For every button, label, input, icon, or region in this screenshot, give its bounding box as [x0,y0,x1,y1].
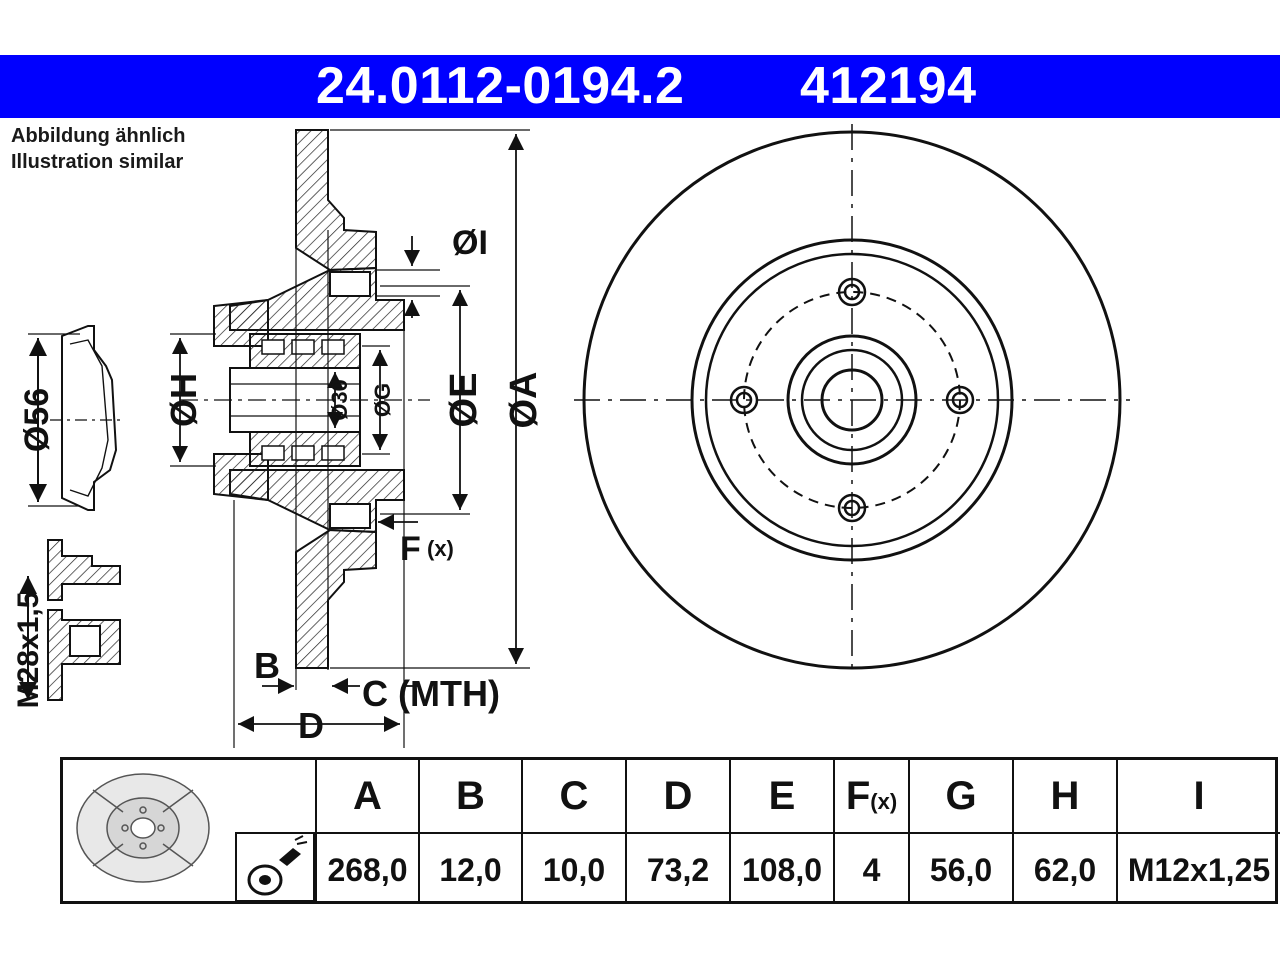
bearing-rollers [261,339,345,461]
disc-ring-top [295,129,377,272]
spec-header-sub: (x) [870,789,898,814]
disc-thumbnail-icon [76,773,210,883]
spec-header-key: D [663,774,693,818]
spec-value-h: 62,0 [1012,832,1116,904]
spec-header-g: G [908,760,1012,832]
dim-label-thread: M28x1,5 [12,592,45,709]
dim-label-c: C (MTH) [362,673,500,714]
spec-value-e: 108,0 [729,832,833,904]
dim-label-b: B [254,645,280,686]
disc-ring-bottom [295,528,377,669]
part-number: 24.0112-0194.2 [316,57,685,115]
spec-header-d: D [625,760,729,832]
disc-front-view [574,124,1130,676]
section-dimensions [170,129,530,733]
spec-header-key: I [1193,774,1205,818]
illustration-note-de: Abbildung ähnlich [11,125,186,147]
spec-header-a: A [315,760,418,832]
spec-header-c: C [521,760,625,832]
spec-header-key: B [456,774,485,818]
dim-label-dia-30: Ø30 [327,379,352,421]
spec-value-i: M12x1,25 [1116,832,1280,904]
spec-header-key: G [945,774,977,818]
dim-label-dia-a: ØA [503,372,545,429]
dim-label-dia-e: ØE [443,373,485,428]
spec-value-c: 10,0 [521,832,625,904]
spec-header-f: F(x) [833,760,908,832]
header-banner: 24.0112-0194.2 412194 [0,55,1280,118]
spec-value-g: 56,0 [908,832,1012,904]
spec-header-i: I [1116,760,1280,832]
dim-label-d: D [298,705,324,746]
dim-label-dia-h: ØH [163,373,204,427]
dim-label-dia-g: ØG [370,383,395,417]
spec-header-key: F [845,774,871,818]
stud-hole-bottom [329,503,371,529]
section-view [180,129,430,748]
spec-header-key: E [768,774,796,818]
spec-value-d: 73,2 [625,832,729,904]
dim-label-f-sub: (x) [427,536,454,561]
technical-drawing: ØI ØA ØE ØG Ø30 ØH F (x) B C (MTH) D Ø56… [12,124,1130,748]
illustration-note-en: Illustration similar [11,151,184,173]
nut-detail [19,539,121,701]
spec-value-a: 268,0 [315,832,418,904]
spec-header-b: B [418,760,521,832]
product-thumbnail-cell [63,760,315,902]
spec-header-key: C [559,774,589,818]
spec-header-e: E [729,760,833,832]
stud-hole-top [329,271,371,297]
illustration-note: Abbildung ähnlich Illustration similar [11,123,185,175]
spec-header-h: H [1012,760,1116,832]
dim-label-dia-i: ØI [452,224,488,262]
spec-value-b: 12,0 [418,832,521,904]
dim-label-dia-56: Ø56 [18,388,56,452]
spec-header-key: H [1050,774,1080,818]
dim-label-f: F [400,530,421,568]
spec-header-key: A [353,774,382,818]
cap-detail [28,325,124,511]
article-number: 412194 [800,57,977,115]
cleaning-spray-icon [235,832,315,902]
spec-value-f: 4 [833,832,908,904]
